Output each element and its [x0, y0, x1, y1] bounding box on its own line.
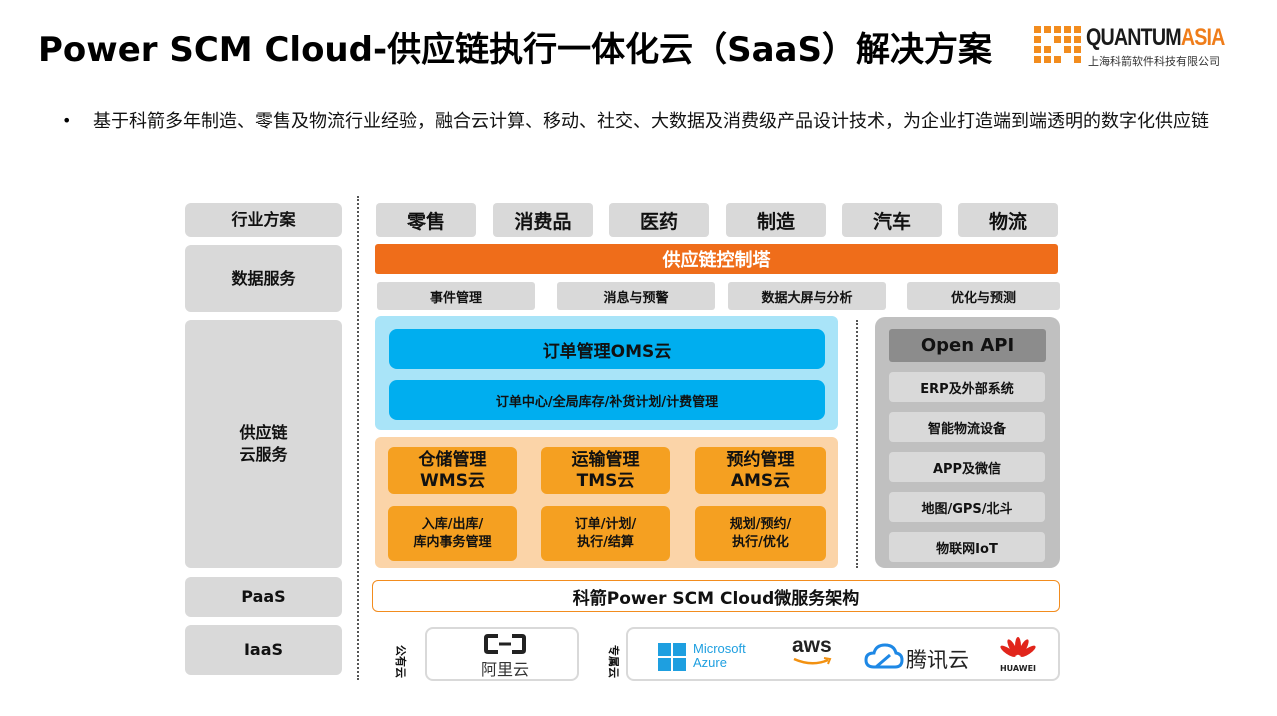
windows-logo-icon	[658, 643, 686, 671]
api-item-erp: ERP及外部系统	[889, 372, 1045, 402]
vertical-divider	[357, 196, 359, 680]
huawei-label: HUAWEI	[999, 664, 1037, 673]
ds-optimization-forecast: 优化与预测	[907, 282, 1060, 310]
industry-logistics: 物流	[958, 203, 1058, 237]
control-tower-bar: 供应链控制塔	[375, 244, 1058, 274]
paas-microservice-bar: 科箭Power SCM Cloud微服务架构	[372, 580, 1060, 612]
quantum-asia-logo: QUANTUMASIA 上海科箭软件科技有限公司	[1034, 24, 1239, 70]
ds-message-alert: 消息与预警	[557, 282, 715, 310]
oms-api-divider	[856, 320, 858, 568]
api-item-logistics-devices: 智能物流设备	[889, 412, 1045, 442]
oms-subtitle: 订单中心/全局库存/补货计划/计费管理	[389, 380, 825, 420]
bullet-marker: •	[62, 111, 72, 130]
module-ams-title: 预约管理 AMS云	[695, 447, 826, 494]
layer-industry: 行业方案	[185, 203, 342, 237]
industry-retail: 零售	[376, 203, 476, 237]
aliyun-label: 阿里云	[480, 660, 529, 679]
huawei-logo-icon	[1000, 637, 1036, 657]
private-cloud-box	[626, 627, 1060, 681]
aws-smile-icon	[793, 657, 832, 665]
private-cloud-label: 专属云	[607, 645, 620, 678]
oms-title: 订单管理OMS云	[389, 329, 825, 369]
module-wms-title: 仓储管理 WMS云	[388, 447, 517, 494]
module-tms-desc: 订单/计划/ 执行/结算	[541, 506, 670, 561]
module-tms-title: 运输管理 TMS云	[541, 447, 670, 494]
module-ams-desc: 规划/预约/ 执行/优化	[695, 506, 826, 561]
api-item-iot: 物联网IoT	[889, 532, 1045, 562]
aws-label: aws	[792, 634, 832, 657]
page-title: Power SCM Cloud-供应链执行一体化云（SaaS）解决方案	[38, 30, 992, 70]
open-api-title: Open API	[889, 329, 1046, 362]
layer-data-services: 数据服务	[185, 245, 342, 312]
industry-consumer-goods: 消费品	[493, 203, 593, 237]
industry-pharma: 医药	[609, 203, 709, 237]
tencent-cloud-icon	[864, 643, 904, 669]
tencent-cloud-label: 腾讯云	[906, 648, 969, 672]
public-cloud-label: 公有云	[394, 645, 407, 678]
aliyun-icon	[484, 634, 526, 654]
layer-scm-cloud: 供应链 云服务	[185, 320, 342, 568]
ds-event-management: 事件管理	[377, 282, 535, 310]
layer-iaas: IaaS	[185, 625, 342, 675]
public-cloud-box	[425, 627, 579, 681]
layer-paas: PaaS	[185, 577, 342, 617]
logo-wordmark: QUANTUMASIA	[1086, 24, 1225, 51]
intro-text: 基于科箭多年制造、零售及物流行业经验，融合云计算、移动、社交、大数据及消费级产品…	[93, 111, 1209, 132]
api-item-map-gps: 地图/GPS/北斗	[889, 492, 1045, 522]
logo-company-name: 上海科箭软件科技有限公司	[1088, 55, 1220, 68]
module-wms-desc: 入库/出库/ 库内事务管理	[388, 506, 517, 561]
industry-automotive: 汽车	[842, 203, 942, 237]
logo-dots-icon	[1034, 26, 1084, 66]
industry-manufacturing: 制造	[726, 203, 826, 237]
ds-dashboard-analytics: 数据大屏与分析	[728, 282, 886, 310]
api-item-app-wechat: APP及微信	[889, 452, 1045, 482]
